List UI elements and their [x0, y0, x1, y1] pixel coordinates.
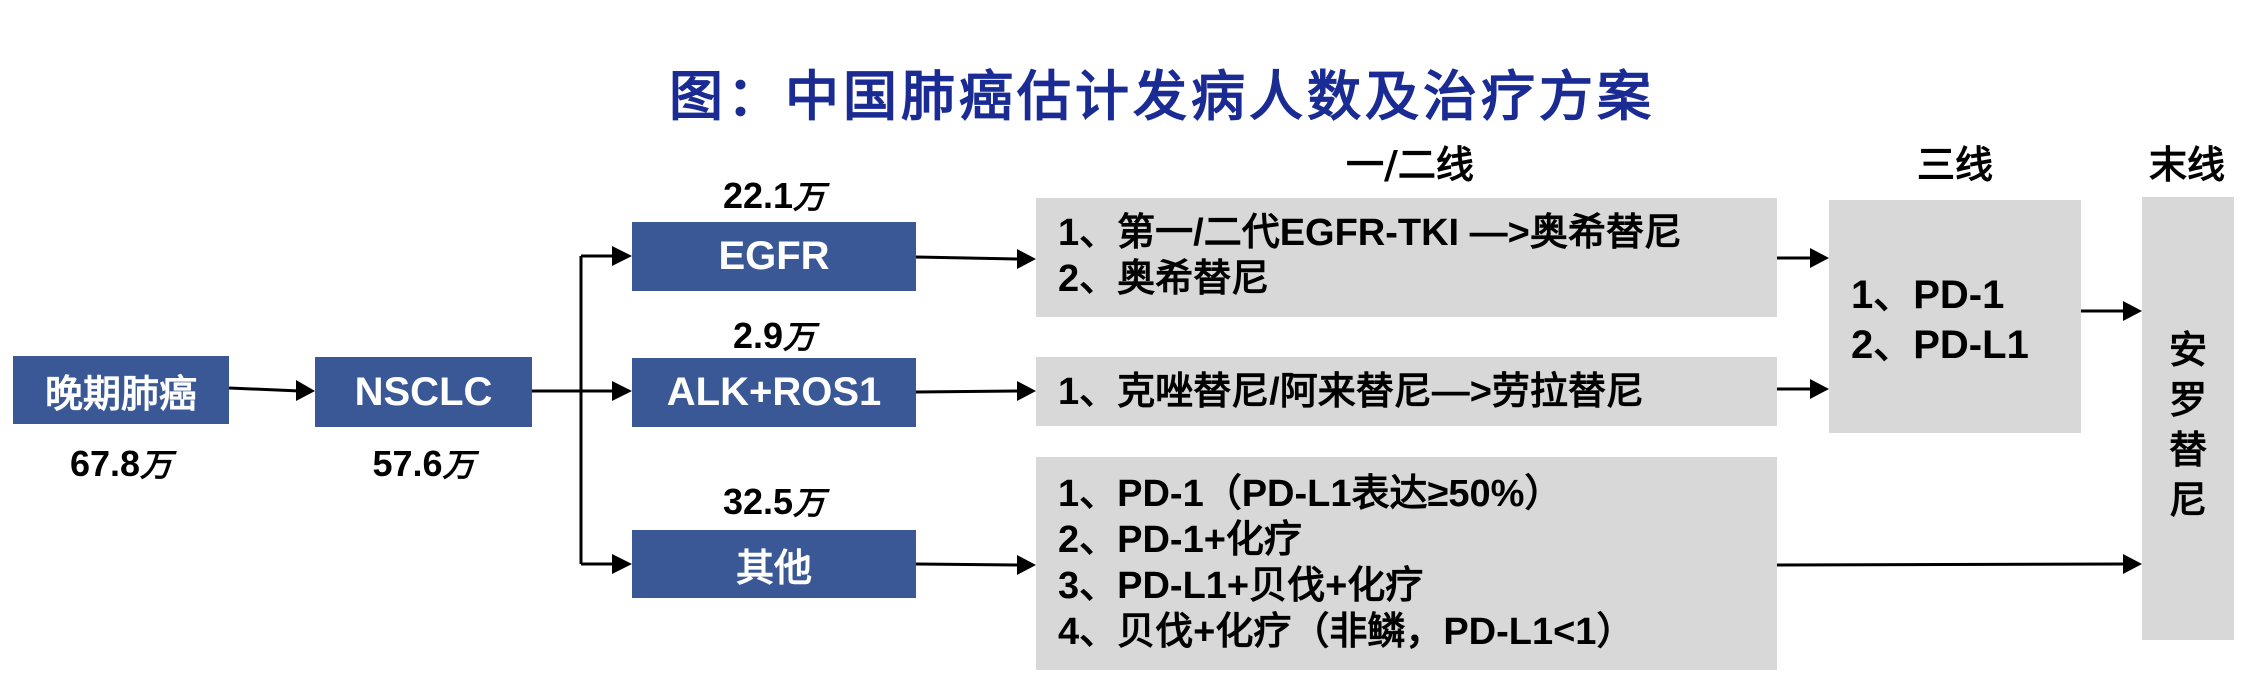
count-other: 32.5万: [722, 481, 826, 522]
node-advanced-lung-cancer: 晚期肺癌: [13, 356, 229, 424]
treatment-item: 2、PD-L1: [1851, 323, 2029, 367]
last-line-box: 安 罗 替 尼: [2142, 197, 2234, 640]
node-label: 晚期肺癌: [44, 370, 197, 416]
first-line-alk-box: 1、克唑替尼/阿来替尼—>劳拉替尼: [1036, 357, 1777, 426]
last-line-char: 罗: [2168, 377, 2207, 422]
header-last-line: 末线: [2148, 142, 2225, 187]
last-line-char: 安: [2168, 327, 2207, 372]
count-egfr: 22.1万: [722, 175, 826, 216]
first-line-egfr-box: 1、第一/二代EGFR-TKI —>奥希替尼 2、奥希替尼: [1036, 198, 1777, 317]
treatment-item: 2、PD-1+化疗: [1058, 519, 1302, 561]
node-label: ALK+ROS1: [666, 370, 882, 414]
page-title: 图：中国肺癌估计发病人数及治疗方案: [669, 64, 1655, 128]
node-egfr: EGFR: [632, 222, 916, 291]
node-alk-ros1: ALK+ROS1: [632, 358, 916, 427]
node-other: 其他: [632, 530, 916, 598]
treatment-item: 4、贝伐+化疗（非鳞，PD-L1<1）: [1058, 611, 1635, 653]
node-nsclc: NSCLC: [315, 357, 532, 427]
treatment-item: 3、PD-L1+贝伐+化疗: [1058, 565, 1424, 607]
treatment-item: 1、克唑替尼/阿来替尼—>劳拉替尼: [1058, 371, 1644, 413]
header-third-line: 三线: [1916, 142, 1993, 187]
third-line-box: 1、PD-1 2、PD-L1: [1829, 200, 2081, 433]
treatment-item: 1、PD-1（PD-L1表达≥50%）: [1058, 473, 1563, 515]
treatment-item: 1、第一/二代EGFR-TKI —>奥希替尼: [1058, 212, 1682, 254]
first-line-other-box: 1、PD-1（PD-L1表达≥50%） 2、PD-1+化疗 3、PD-L1+贝伐…: [1036, 457, 1777, 670]
header-first-second-line: 一/二线: [1346, 142, 1474, 187]
count-alk-ros1: 2.9万: [732, 315, 816, 356]
treatment-item: 2、奥希替尼: [1058, 258, 1270, 300]
count-advanced-lung-cancer: 67.8万: [69, 443, 173, 484]
node-label: 其他: [735, 544, 812, 590]
node-label: NSCLC: [354, 369, 493, 414]
treatment-item: 1、PD-1: [1851, 273, 2005, 317]
node-label: EGFR: [718, 234, 830, 278]
last-line-char: 尼: [2168, 477, 2207, 522]
count-nsclc: 57.6万: [372, 443, 475, 484]
last-line-char: 替: [2168, 427, 2207, 472]
